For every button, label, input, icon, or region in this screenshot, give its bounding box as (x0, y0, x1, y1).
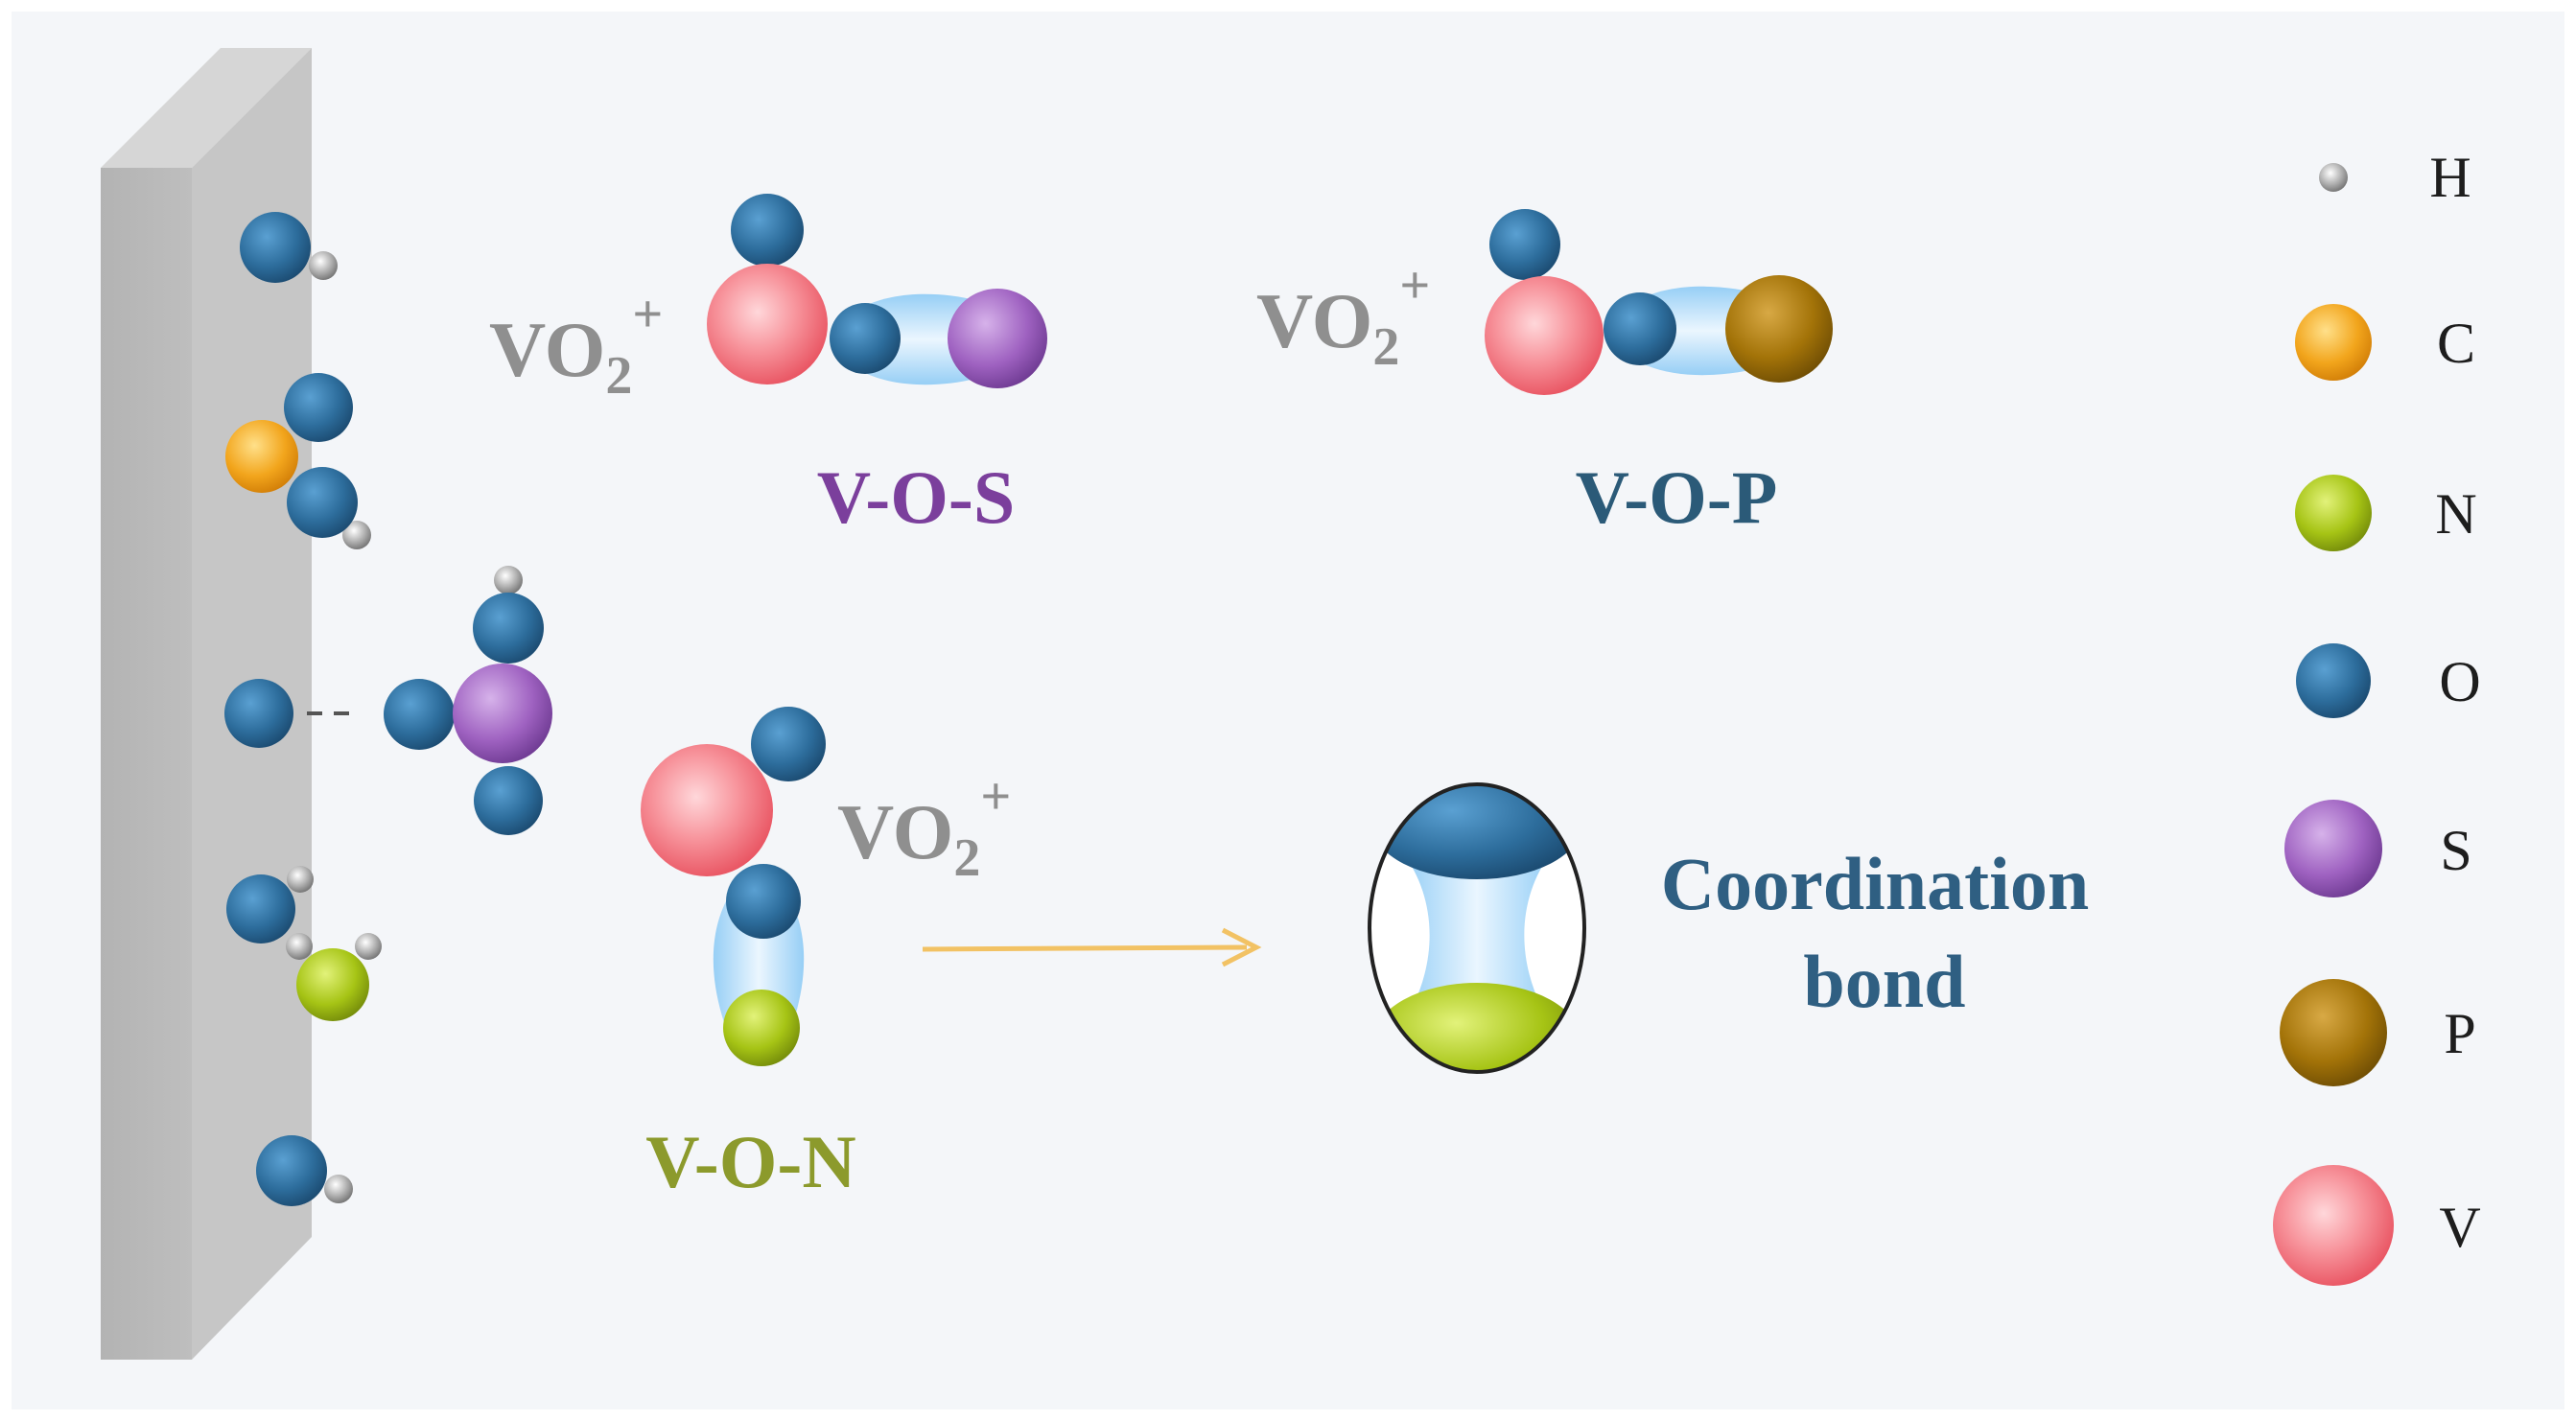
surface-hydroxyl-top (240, 212, 338, 283)
surface-amine (286, 933, 382, 1021)
svg-text:N: N (2435, 482, 2476, 546)
label-v-o-n: V-O-N (645, 1120, 856, 1203)
label-v-o-p: V-O-P (1576, 455, 1778, 539)
surface-hydroxyl-bottom (256, 1135, 353, 1206)
legend-item-s: S (2284, 800, 2472, 897)
zoom-ellipse (1368, 782, 1586, 1074)
vo2-label-2: VO2+ (1256, 256, 1430, 377)
surface-carboxyl (225, 373, 371, 549)
arrow (922, 927, 1262, 967)
legend-item-v: V (2273, 1165, 2481, 1286)
svg-text:P: P (2444, 1002, 2475, 1065)
coordination-bond-zoom (1368, 782, 1586, 1074)
label-v-o-s: V-O-S (817, 455, 1016, 539)
label-bond: bond (1803, 940, 1965, 1023)
legend-item-c: C (2295, 304, 2475, 381)
svg-text:C: C (2437, 312, 2475, 375)
svg-text:V: V (2439, 1196, 2480, 1259)
v-o-p-complex (1485, 209, 1833, 395)
v-o-n-complex (641, 707, 826, 1066)
v-o-s-complex (707, 194, 1047, 388)
label-coordination: Coordination (1661, 842, 2089, 925)
svg-text:S: S (2440, 819, 2471, 882)
legend-item-p: P (2280, 979, 2476, 1086)
legend-item-n: N (2295, 475, 2477, 551)
legend: H C N O S P V (2273, 146, 2481, 1286)
svg-text:O: O (2439, 650, 2480, 713)
surface-hydroxyl-mid (226, 866, 314, 943)
legend-item-h: H (2319, 146, 2471, 209)
vo2-label-1: VO2+ (489, 285, 663, 406)
vo2-label-3: VO2+ (837, 767, 1011, 888)
legend-item-o: O (2296, 643, 2481, 718)
surface-sulfonic-group (224, 566, 552, 835)
svg-text:H: H (2429, 146, 2471, 209)
